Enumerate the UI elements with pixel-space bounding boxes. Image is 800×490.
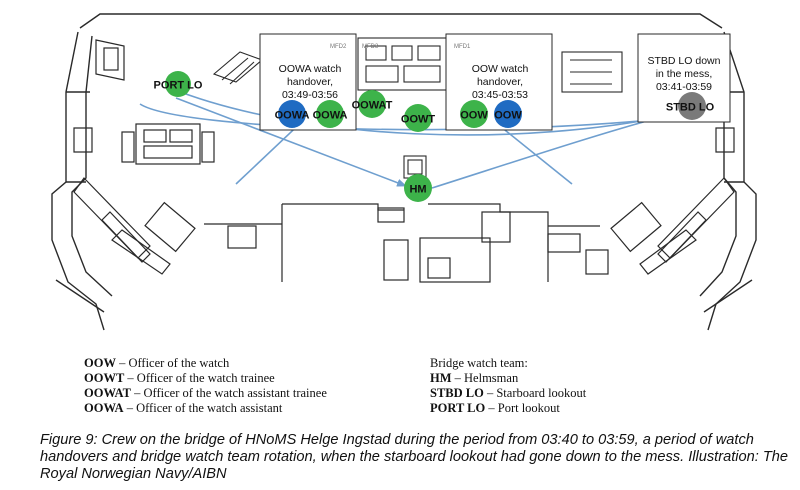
crew-oowat: OOWAT xyxy=(352,90,393,118)
crew-port-lo-label: PORT LO xyxy=(154,80,203,92)
crew-oowt-label: OOWT xyxy=(401,114,435,126)
crew-hm-marker xyxy=(404,174,432,202)
legend-bridge-watch-team: Bridge watch team: HM – Helmsman STBD LO… xyxy=(430,356,586,416)
callout-stbd-box: STBD LO down in the mess, 03:41-03:59 xyxy=(637,33,731,123)
legend-abbr: STBD LO xyxy=(430,386,484,400)
callout-tag-mfd2: MFD2 xyxy=(330,44,347,50)
legend-abbr: OOWAT xyxy=(84,386,131,400)
legend-abbr: OOW xyxy=(84,356,116,370)
callout-stbd-line-3: 03:41-03:59 xyxy=(656,81,712,93)
legend-abbr: PORT LO xyxy=(430,401,486,415)
legend-row-oow: OOW – Officer of the watch xyxy=(84,356,327,371)
crew-stbd-lo-marker xyxy=(678,92,706,120)
legend-text: – Officer of the watch assistant trainee xyxy=(134,386,327,400)
legend-row-oowat: OOWAT – Officer of the watch assistant t… xyxy=(84,386,327,401)
crew-oow-1-label: OOW xyxy=(460,110,488,122)
crew-oow-1: OOW xyxy=(460,100,488,128)
legend-text: – Officer of the watch xyxy=(119,356,230,370)
crew-stbd-lo-label: STBD LO xyxy=(666,102,715,114)
legend-row-oowt: OOWT – Officer of the watch trainee xyxy=(84,371,327,386)
console-tag-mfd3: MFD3 xyxy=(362,44,379,50)
callout-stbd-line-2: in the mess, xyxy=(656,68,713,80)
callout-oow-line-1: OOW watch xyxy=(472,63,529,75)
crew-oow-1-marker xyxy=(460,100,488,128)
legend-row-hm: HM – Helmsman xyxy=(430,371,586,386)
legend-row-stbd-lo: STBD LO – Starboard lookout xyxy=(430,386,586,401)
crew-stbd-lo: STBD LO xyxy=(666,92,715,120)
crew-oowat-label: OOWAT xyxy=(352,100,393,112)
callout-stbd-line-1: STBD LO down xyxy=(648,55,721,67)
callout-oow-line-2: handover, xyxy=(477,76,523,88)
crew-oowt-marker xyxy=(404,104,432,132)
chart-table xyxy=(121,123,215,165)
crew-oowa-1-marker xyxy=(278,100,306,128)
callout-tag-mfd1: MFD1 xyxy=(454,44,471,50)
crew-oowa-2-label: OOWA xyxy=(313,110,348,122)
crew-hm: HM xyxy=(404,174,432,202)
callout-oowa-line-1: OOWA watch xyxy=(279,63,342,75)
movement-arrows xyxy=(139,87,691,189)
central-structure xyxy=(204,203,609,283)
port-wing-consoles xyxy=(73,39,196,275)
legend-text: – Starboard lookout xyxy=(486,386,587,400)
legend-crew-roles: OOW – Officer of the watch OOWT – Office… xyxy=(84,356,327,416)
crew-hm-label: HM xyxy=(409,184,426,196)
legend-text: – Officer of the watch assistant xyxy=(126,401,283,415)
legend-row-oowa: OOWA – Officer of the watch assistant xyxy=(84,401,327,416)
callout-oowa-line-3: 03:49-03:56 xyxy=(282,89,338,101)
legend-text: – Officer of the watch trainee xyxy=(127,371,275,385)
legend-title: Bridge watch team: xyxy=(430,356,528,370)
crew-port-lo-marker xyxy=(165,71,191,97)
crew-oowa-2-marker xyxy=(316,100,344,128)
crew-oowa-1: OOWA xyxy=(275,100,310,128)
crew-oow-2: OOW xyxy=(494,100,522,128)
crew-oowa-2: OOWA xyxy=(313,100,348,128)
forward-consoles xyxy=(212,37,623,179)
legend-text: – Helmsman xyxy=(454,371,519,385)
legend-abbr: OOWT xyxy=(84,371,125,385)
crew-oow-2-marker xyxy=(494,100,522,128)
legend-text: – Port lookout xyxy=(488,401,560,415)
legend-abbr: OOWA xyxy=(84,401,124,415)
crew-oow-2-label: OOW xyxy=(494,110,522,122)
arrow-port-lo-to-hm xyxy=(175,97,407,187)
legend-row-port-lo: PORT LO – Port lookout xyxy=(430,401,586,416)
crew-port-lo: PORT LO xyxy=(154,71,203,97)
callout-oow-line-3: 03:45-03:53 xyxy=(472,89,528,101)
legend-abbr: HM xyxy=(430,371,452,385)
crew-oowt: OOWT xyxy=(401,104,435,132)
crew-oowa-1-label: OOWA xyxy=(275,110,310,122)
crew-oowat-marker xyxy=(358,90,386,118)
callout-oowa-line-2: handover, xyxy=(287,76,333,88)
figure-caption: Figure 9: Crew on the bridge of HNoMS He… xyxy=(40,432,788,482)
arrow-port-lo-to-stbd xyxy=(169,87,687,136)
